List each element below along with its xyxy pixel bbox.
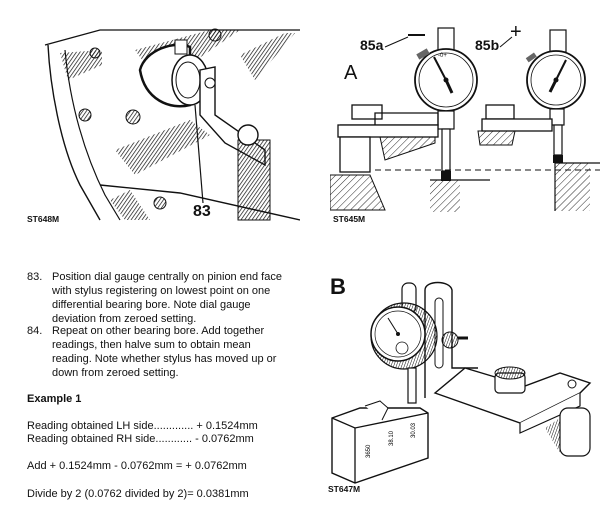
step-line: reading. Note whether stylus has moved u… [52,353,277,365]
block-mark-2: 38.10 [389,430,395,446]
panel-label-a: A [344,62,358,84]
figure-code-st648m: ST648M [27,214,60,224]
figure-code-st645m: ST645M [333,214,366,224]
dial-gauge-comparison-illustration [330,27,600,212]
callout-85b: 85b [475,37,500,53]
sign-plus: + [510,21,522,43]
step-83: 83. Position dial gauge centrally on pin… [27,270,317,328]
callout-83: 83 [193,203,211,220]
step-line: Position dial gauge centrally on pinion … [52,271,282,283]
setting-block-illustration: 3650 38.10 30.03 [331,281,592,484]
figure-st648m: 83 [40,25,300,225]
block-mark-1: 3650 [366,444,372,458]
divide-calculation: Divide by 2 (0.0762 divided by 2)= 0.038… [27,488,249,500]
step-line: differential bearing bore. Note dial gau… [52,299,251,311]
step-84: 84. Repeat on other bearing bore. Add to… [27,324,317,382]
reading-lh: Reading obtained LH side............. + … [27,420,258,432]
step-line: Repeat on other bearing bore. Add togeth… [52,325,265,337]
figure-code-st647m: ST647M [328,484,361,494]
step-number: 84. [27,325,43,337]
step-text: Position dial gauge centrally on pinion … [52,270,317,326]
step-line: with stylus registering on lowest point … [52,285,271,297]
step-line: readings, then halve sum to obtain mean [52,339,251,351]
figure-st645m: A 85a — 85b + -0+ [330,21,600,215]
step-line: deviation from zeroed setting. [52,313,197,325]
add-calculation: Add + 0.1524mm - 0.0762mm = + 0.0762mm [27,460,247,472]
block-mark-3: 30.03 [411,422,417,438]
step-text: Repeat on other bearing bore. Add togeth… [52,324,317,380]
example-title: Example 1 [27,393,82,405]
step-line: down from zeroed setting. [52,367,179,379]
callout-85a: 85a [360,37,384,53]
pinion-housing-illustration [44,28,300,221]
dial-mark-a: -0+ [438,53,447,59]
step-number: 83. [27,271,43,283]
reading-rh: Reading obtained RH side............ - 0… [27,433,254,445]
figure-st647m: 3650 38.10 30.03 B [320,268,610,493]
panel-label-b: B [330,274,346,299]
